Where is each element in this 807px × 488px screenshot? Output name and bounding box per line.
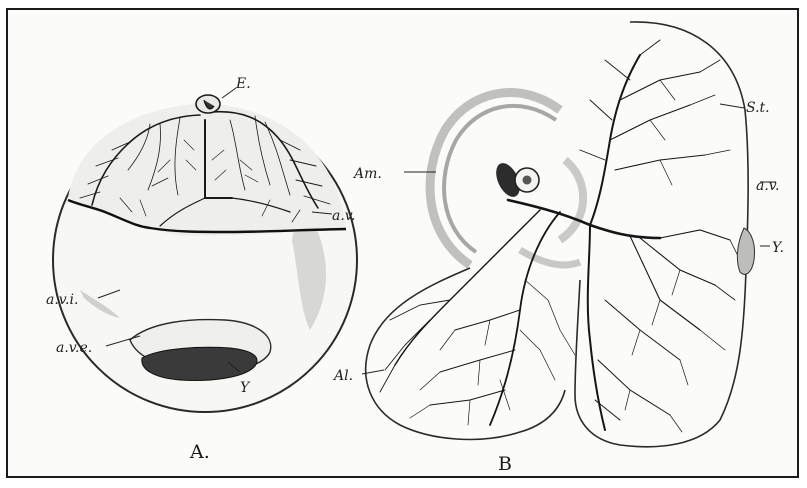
figure-a: E. a.v. a.v.i. a.v.e. Y A. bbox=[46, 76, 357, 463]
label-area-vasculosa-b: a.v. bbox=[756, 178, 780, 194]
eye-b-pupil bbox=[523, 176, 532, 185]
yolk-sac-outline-b bbox=[575, 22, 748, 447]
label-yolk-b: Y. bbox=[772, 240, 784, 256]
figure-b: Am. S.t. a.v. Y. Al. B bbox=[332, 22, 784, 475]
label-embryo: E. bbox=[235, 76, 251, 92]
label-allantois: Al. bbox=[332, 368, 353, 384]
label-area-vasculosa-a: a.v. bbox=[332, 208, 356, 224]
label-area-vitellina-externa: a.v.e. bbox=[56, 340, 92, 356]
label-sinus-terminalis: S.t. bbox=[746, 100, 770, 116]
label-amnion: Am. bbox=[352, 166, 382, 182]
caption-b: B bbox=[498, 453, 512, 475]
allantois-outline bbox=[366, 268, 565, 439]
yolk-b bbox=[737, 228, 754, 274]
label-area-vitellina-interna: a.v.i. bbox=[46, 292, 78, 308]
leader-lines-b bbox=[362, 104, 776, 374]
caption-a: A. bbox=[189, 441, 210, 463]
